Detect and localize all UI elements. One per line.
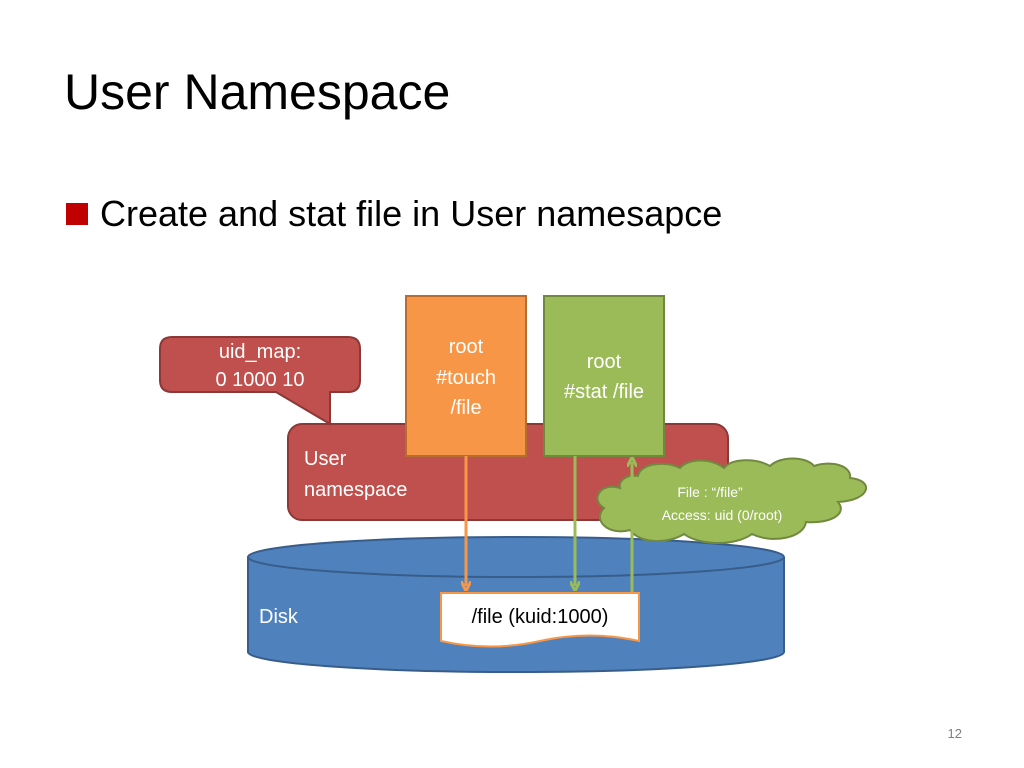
stat-command-box: root #stat /file bbox=[543, 295, 665, 457]
uid-map-callout-shape bbox=[159, 336, 361, 426]
stat-box-line2: #stat /file bbox=[564, 381, 644, 403]
file-document: /file (kuid:1000) bbox=[440, 592, 640, 648]
bullet-text: Create and stat file in User namesapce bbox=[100, 193, 723, 234]
uid-map-callout: uid_map: 0 1000 10 bbox=[159, 336, 361, 426]
user-namespace-label-line1: User bbox=[304, 448, 347, 470]
stat-result-cloud: File : “/file” Access: uid (0/root) bbox=[596, 457, 868, 544]
bullet-item: Create and stat file in User namesapce bbox=[66, 192, 722, 236]
stat-command-rect bbox=[543, 295, 665, 457]
disk-label: Disk bbox=[259, 606, 299, 628]
touch-command-rect bbox=[405, 295, 527, 457]
touch-command-box: root #touch /file bbox=[405, 295, 527, 457]
stat-result-cloud-shape bbox=[596, 457, 868, 544]
touch-box-line2: #touch bbox=[436, 367, 496, 389]
touch-box-line1: root bbox=[449, 336, 484, 358]
stat-result-line2: Access: uid (0/root) bbox=[662, 507, 783, 523]
stat-box-line1: root bbox=[587, 351, 622, 373]
page-number: 12 bbox=[947, 726, 962, 741]
page-title: User Namespace bbox=[64, 64, 451, 120]
file-document-label: /file (kuid:1000) bbox=[472, 606, 609, 628]
user-namespace-label-line2: namespace bbox=[304, 479, 407, 501]
uid-map-line1: uid_map: bbox=[219, 341, 301, 363]
disk-top bbox=[247, 536, 785, 578]
stat-result-line1: File : “/file” bbox=[677, 484, 743, 500]
bullet-square-icon bbox=[66, 203, 88, 225]
touch-box-line3: /file bbox=[450, 397, 481, 419]
uid-map-line2: 0 1000 10 bbox=[216, 369, 305, 391]
file-document-shape bbox=[440, 592, 640, 648]
